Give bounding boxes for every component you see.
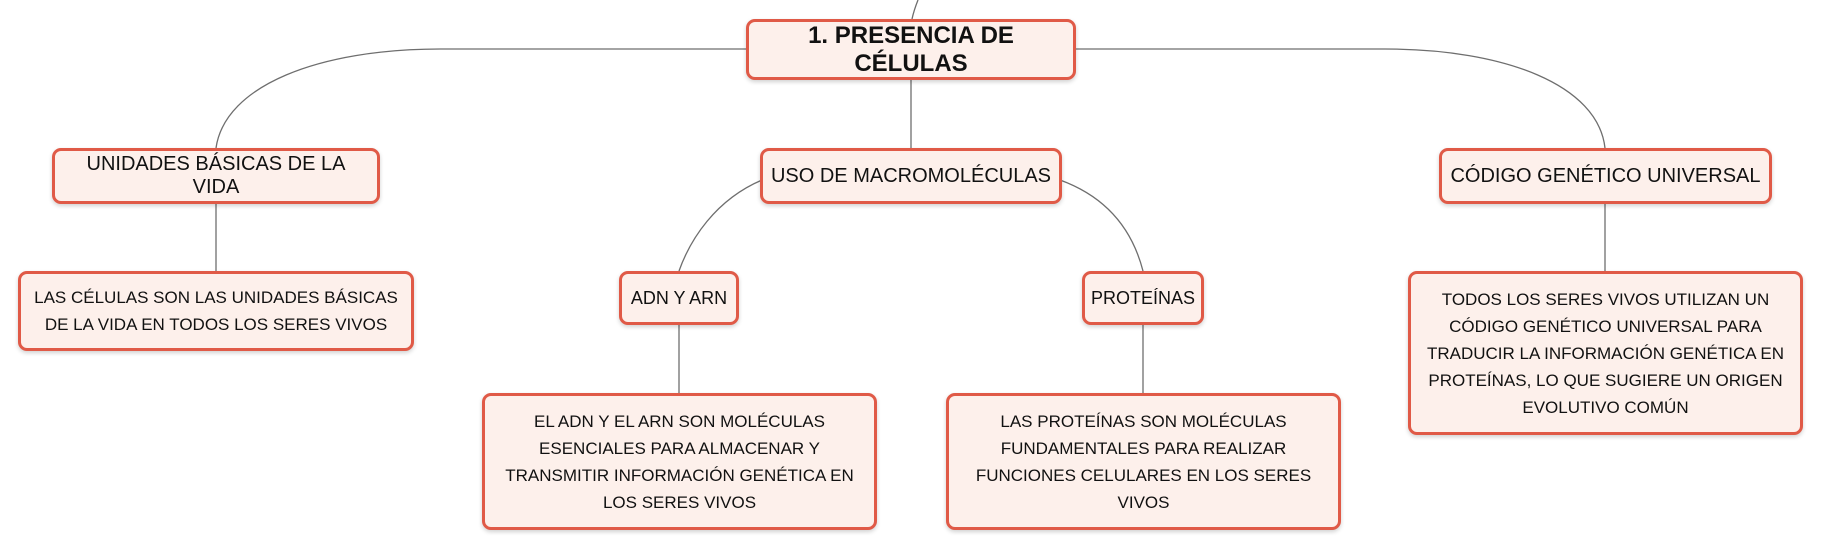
- connector-macromoleculas-proteinas: [1059, 179, 1144, 272]
- topic-codigo-genetico[interactable]: CÓDIGO GENÉTICO UNIVERSAL: [1439, 148, 1772, 204]
- topic-unidades-basicas-label: UNIDADES BÁSICAS DE LA VIDA: [86, 153, 346, 198]
- subtopic-adn-arn[interactable]: ADN Y ARN: [619, 271, 739, 325]
- subtopic-celulas-detail-text: LAS CÉLULAS SON LAS UNIDADES BÁSICAS DE …: [34, 288, 398, 334]
- connector-root-unidades: [215, 48, 746, 149]
- topic-codigo-genetico-label: CÓDIGO GENÉTICO UNIVERSAL: [1450, 164, 1761, 187]
- subtopic-codigo-detail-text: TODOS LOS SERES VIVOS UTILIZAN UN CÓDIGO…: [1426, 289, 1785, 417]
- subtopic-proteinas-detail-text: LAS PROTEÍNAS SON MOLÉCULAS FUNDAMENTALE…: [975, 411, 1312, 512]
- central-topic-label: 1. PRESENCIA DE CÉLULAS: [808, 21, 1014, 77]
- subtopic-codigo-detail[interactable]: TODOS LOS SERES VIVOS UTILIZAN UN CÓDIGO…: [1408, 271, 1803, 435]
- topic-unidades-basicas[interactable]: UNIDADES BÁSICAS DE LA VIDA: [52, 148, 380, 204]
- central-topic-node[interactable]: 1. PRESENCIA DE CÉLULAS: [746, 19, 1076, 80]
- subtopic-celulas-detail[interactable]: LAS CÉLULAS SON LAS UNIDADES BÁSICAS DE …: [18, 271, 414, 351]
- connector-macromoleculas-adn: [678, 179, 763, 272]
- subtopic-proteinas-detail[interactable]: LAS PROTEÍNAS SON MOLÉCULAS FUNDAMENTALE…: [946, 393, 1341, 530]
- subtopic-proteinas[interactable]: PROTEÍNAS: [1082, 271, 1204, 325]
- topic-uso-macromoleculas[interactable]: USO DE MACROMOLÉCULAS: [760, 148, 1062, 204]
- topic-uso-macromoleculas-label: USO DE MACROMOLÉCULAS: [770, 164, 1052, 187]
- subtopic-proteinas-label: PROTEÍNAS: [1090, 287, 1196, 308]
- subtopic-adn-arn-detail[interactable]: EL ADN Y EL ARN SON MOLÉCULAS ESENCIALES…: [482, 393, 877, 530]
- connector-parent-stub: [911, 0, 919, 20]
- connector-root-codigo: [1076, 48, 1606, 149]
- subtopic-adn-arn-label: ADN Y ARN: [630, 287, 728, 308]
- subtopic-adn-arn-detail-text: EL ADN Y EL ARN SON MOLÉCULAS ESENCIALES…: [505, 411, 854, 512]
